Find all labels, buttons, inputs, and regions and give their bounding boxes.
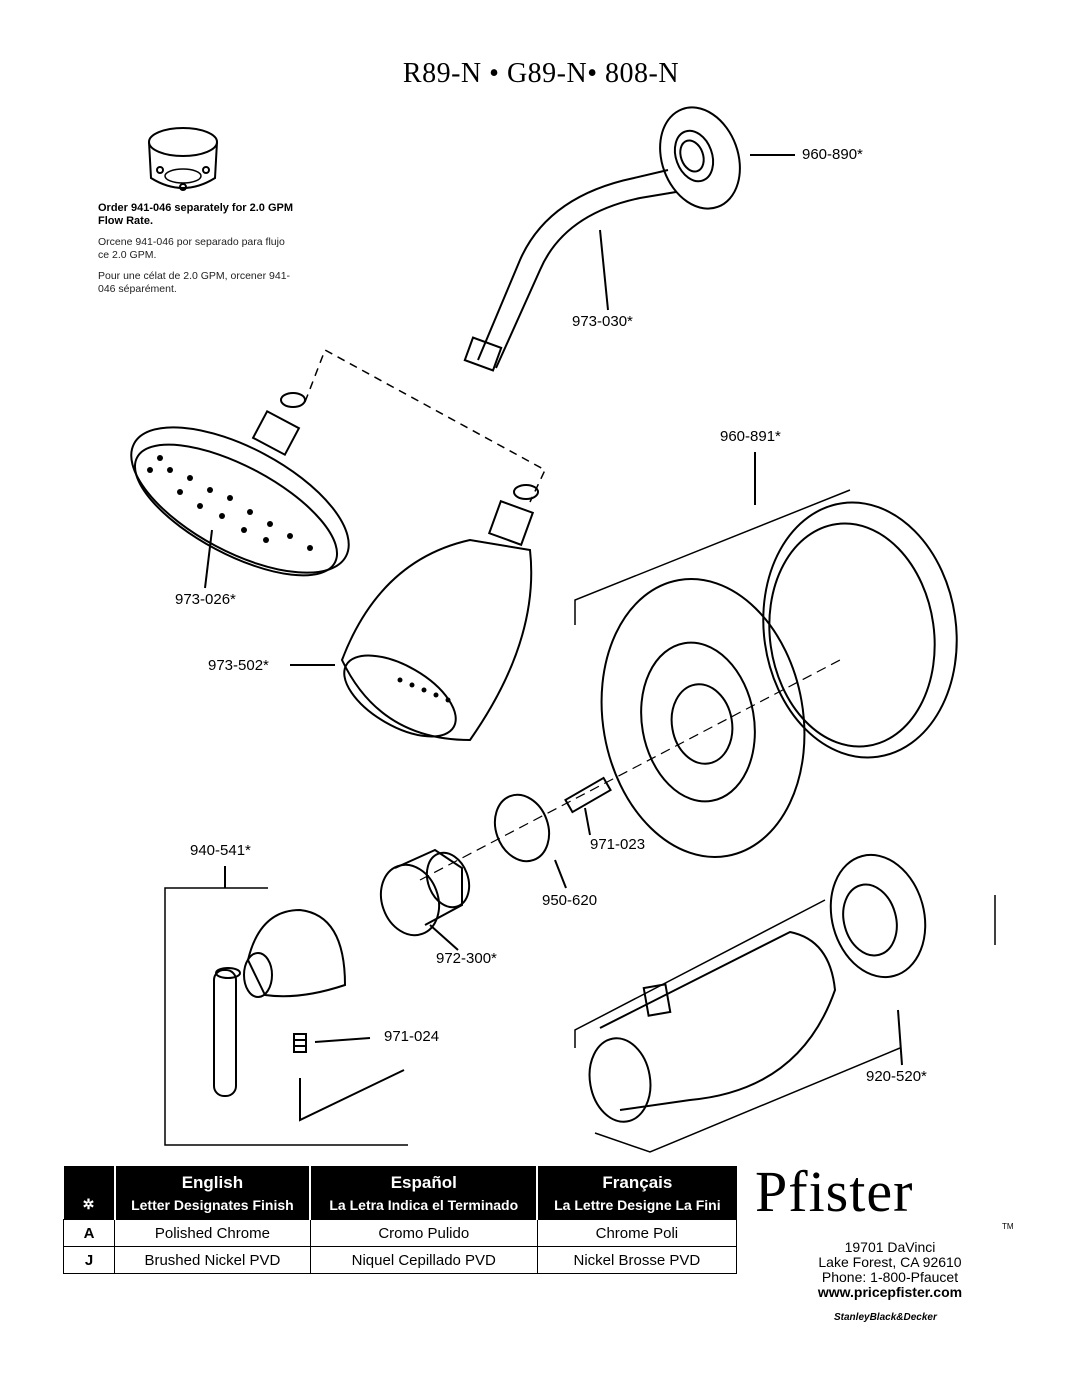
shower-arm-icon: [463, 169, 677, 372]
table-row: A Polished Chrome Cromo Pulido Chrome Po…: [63, 1219, 738, 1247]
o-ring-icon: [493, 793, 551, 863]
part-label-940-541: 940-541*: [190, 842, 251, 859]
finish-spanish: Niquel Cepillado PVD: [309, 1246, 538, 1274]
note-spanish: Orcene 941-046 por separado para flujo c…: [98, 236, 285, 261]
part-label-971-024: 971-024: [384, 1028, 440, 1045]
table-row: J Brushed Nickel PVD Niquel Cepillado PV…: [63, 1246, 738, 1274]
finish-french: Chrome Poli: [536, 1219, 738, 1247]
phone-number: Phone: 1-800-Pfaucet: [821, 1269, 959, 1285]
website-link[interactable]: www.pricepfister.com: [817, 1284, 963, 1300]
note-french: Pour une célat de 2.0 GPM, orcener 941-0…: [98, 270, 291, 295]
exploded-parts-diagram: [130, 106, 996, 1153]
table-header-symbol: ✲: [63, 1166, 115, 1220]
finish-english: Polished Chrome: [114, 1219, 311, 1247]
rain-showerhead-icon: [130, 392, 350, 577]
stop-screw-icon: [564, 776, 612, 814]
set-screw-icon: [293, 1033, 307, 1053]
finish-code: A: [63, 1219, 115, 1247]
sleeve-icon: [379, 848, 471, 937]
part-label-950-620: 950-620: [542, 892, 598, 909]
aerator-icon: [148, 127, 218, 191]
finish-spanish: Cromo Pulido: [309, 1219, 538, 1247]
hex-key-icon: [299, 1069, 405, 1122]
finish-code: J: [63, 1246, 115, 1274]
address-line-1: 19701 DaVinci: [844, 1239, 936, 1255]
trademark-mark: TM: [1002, 1222, 1014, 1231]
showerhead-icon: [340, 484, 539, 742]
address-line-2: Lake Forest, CA 92610: [818, 1254, 962, 1270]
part-label-960-891: 960-891*: [720, 428, 781, 445]
tub-spout-icon: [588, 853, 927, 1123]
page-title: R89-N • G89-N• 808-N: [402, 58, 680, 89]
aerator-note: Order 941-046 separately for 2.0 GPM Flo…: [98, 202, 298, 304]
brand-logo: Pfister: [755, 1159, 914, 1224]
part-label-973-502: 973-502*: [208, 657, 269, 674]
finish-french: Nickel Brosse PVD: [536, 1246, 738, 1274]
note-english: Order 941-046 separately for 2.0 GPM Flo…: [98, 202, 294, 227]
company-address: 19701 DaVinci Lake Forest, CA 92610 Phon…: [790, 1240, 990, 1300]
part-label-960-890: 960-890*: [802, 146, 863, 163]
escutcheon-plate-icon: [600, 578, 806, 858]
shower-arm-flange-icon: [659, 106, 741, 210]
lever-handle-icon: [213, 908, 347, 1097]
part-label-920-520: 920-520*: [866, 1068, 927, 1085]
parent-company: StanleyBlack&Decker: [834, 1312, 937, 1323]
part-label-971-023: 971-023: [590, 836, 646, 853]
part-label-973-026: 973-026*: [175, 591, 236, 608]
part-label-973-030: 973-030*: [572, 313, 633, 330]
part-label-972-300: 972-300*: [436, 950, 497, 967]
finish-english: Brushed Nickel PVD: [114, 1246, 311, 1274]
escutcheon-ring-icon: [762, 501, 958, 759]
